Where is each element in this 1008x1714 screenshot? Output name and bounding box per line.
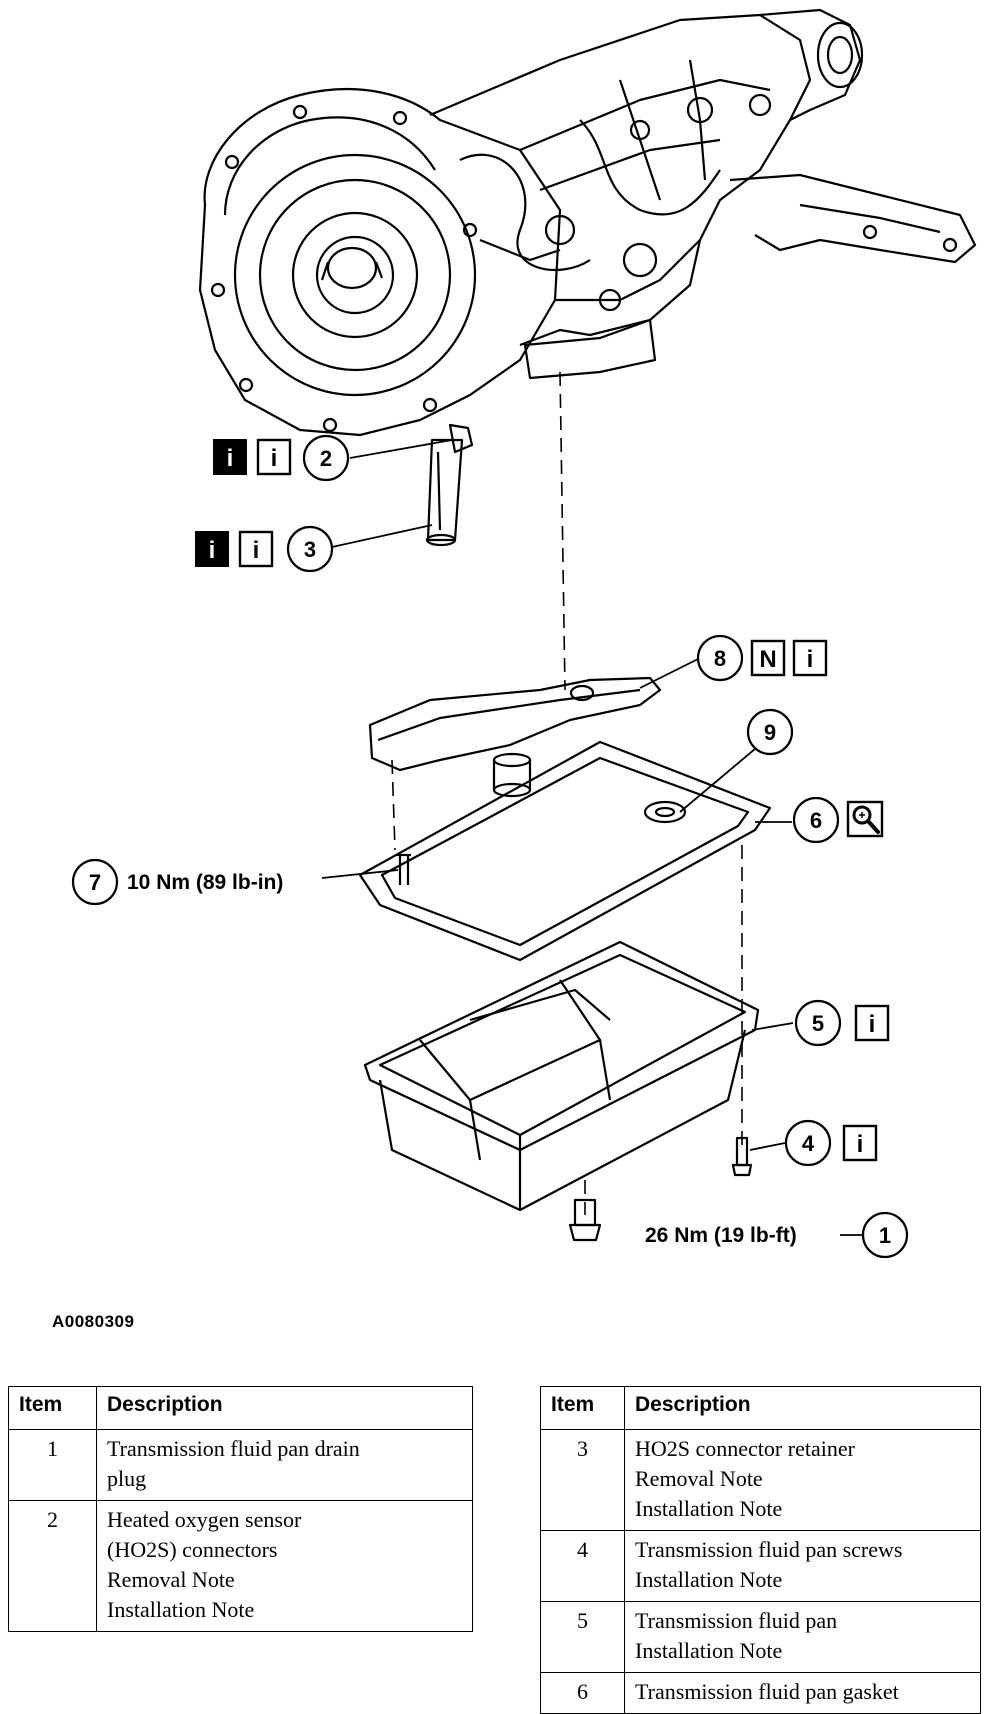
removal-note-link[interactable]: Removal Note xyxy=(107,1567,235,1592)
table-row: 5 Transmission fluid pan Installation No… xyxy=(540,1601,981,1673)
info-glyph: i xyxy=(271,445,278,472)
torque-label-item-1: 26 Nm (19 lb-ft) xyxy=(645,1224,797,1247)
callout-5-label: 5 xyxy=(812,1011,824,1036)
info-glyph: i xyxy=(857,1131,864,1158)
item-number: 1 xyxy=(8,1429,97,1501)
callout-1: 1 xyxy=(861,1211,909,1259)
header-item: Item xyxy=(540,1386,625,1430)
callout-7-label: 7 xyxy=(89,870,101,895)
description-line: (HO2S) connectors xyxy=(107,1537,278,1562)
description-line: Transmission fluid pan screws xyxy=(635,1537,903,1562)
callout-6: 6 xyxy=(792,796,840,844)
callout-8: 8 xyxy=(696,634,744,682)
callout-4-label: 4 xyxy=(802,1131,815,1156)
removal-note-link[interactable]: Removal Note xyxy=(635,1466,763,1491)
info-glyph: i xyxy=(209,537,216,564)
installation-note-link[interactable]: Installation Note xyxy=(635,1496,783,1521)
torque-label-item-7: 10 Nm (89 lb-in) xyxy=(127,871,283,894)
info-glyph: i xyxy=(253,537,260,564)
item-table-left: Item Description 1 Transmission fluid pa… xyxy=(8,1386,473,1632)
table-row: 1 Transmission fluid pan drain plug xyxy=(8,1429,473,1501)
info-glyph: i xyxy=(227,445,234,472)
callout-3: 3 xyxy=(286,525,334,573)
callout-3-label: 3 xyxy=(304,537,316,562)
description-line: Transmission fluid pan xyxy=(635,1608,838,1633)
item-number: 5 xyxy=(540,1601,625,1673)
item-description: Transmission fluid pan screws Installati… xyxy=(624,1530,981,1602)
item-number: 3 xyxy=(540,1429,625,1531)
description-line: Transmission fluid pan drain xyxy=(107,1436,360,1461)
callout-1-label: 1 xyxy=(879,1223,891,1248)
info-glyph: i xyxy=(869,1011,876,1038)
installation-note-icon-item-4[interactable]: i xyxy=(842,1124,878,1162)
table-row: 3 HO2S connector retainer Removal Note I… xyxy=(540,1429,981,1531)
pan-gasket xyxy=(358,740,772,962)
item-description: HO2S connector retainer Removal Note Ins… xyxy=(624,1429,981,1531)
item-number: 4 xyxy=(540,1530,625,1602)
callout-8-label: 8 xyxy=(714,646,726,671)
callout-5: 5 xyxy=(794,999,842,1047)
transmission-filter xyxy=(368,676,662,798)
callout-2-label: 2 xyxy=(320,446,332,471)
header-description: Description xyxy=(96,1386,473,1430)
callout-9-label: 9 xyxy=(764,720,776,745)
header-description: Description xyxy=(624,1386,981,1430)
installation-note-icon-item-2[interactable]: i xyxy=(256,438,292,476)
callout-6-label: 6 xyxy=(810,808,822,833)
description-line: plug xyxy=(107,1466,147,1491)
table-row: 2 Heated oxygen sensor (HO2S) connectors… xyxy=(8,1500,473,1632)
transmission-assembly xyxy=(198,8,977,547)
removal-note-icon-item-2[interactable]: i xyxy=(213,439,247,475)
table-header-row: Item Description xyxy=(540,1386,981,1430)
table-row: 6 Transmission fluid pan gasket xyxy=(540,1672,981,1714)
table-row: 4 Transmission fluid pan screws Installa… xyxy=(540,1530,981,1602)
item-number: 6 xyxy=(540,1672,625,1714)
item-description: Transmission fluid pan gasket xyxy=(624,1672,981,1714)
installation-note-link[interactable]: Installation Note xyxy=(107,1597,255,1622)
item-description: Transmission fluid pan drain plug xyxy=(96,1429,473,1501)
description-line: Transmission fluid pan gasket xyxy=(635,1679,899,1704)
assembly-guide-lines xyxy=(391,371,743,1215)
removal-note-icon-item-3[interactable]: i xyxy=(195,531,229,567)
info-glyph: i xyxy=(807,646,814,673)
fluid-pan xyxy=(363,940,760,1242)
installation-note-link[interactable]: Installation Note xyxy=(635,1638,783,1663)
magnifier-icon[interactable] xyxy=(846,800,884,838)
new-part-glyph: N xyxy=(759,646,776,673)
item-description: Transmission fluid pan Installation Note xyxy=(624,1601,981,1673)
item-table-right: Item Description 3 HO2S connector retain… xyxy=(540,1386,981,1714)
item-number: 2 xyxy=(8,1500,97,1632)
figure-id: A0080309 xyxy=(52,1312,135,1331)
installation-note-icon-item-8[interactable]: i xyxy=(792,639,828,677)
callout-4: 4 xyxy=(784,1119,832,1167)
description-line: HO2S connector retainer xyxy=(635,1436,855,1461)
header-item: Item xyxy=(8,1386,97,1430)
installation-note-icon-item-3[interactable]: i xyxy=(238,530,274,568)
installation-note-icon-item-5[interactable]: i xyxy=(854,1004,890,1042)
callout-2: 2 xyxy=(302,434,350,482)
description-line: Heated oxygen sensor xyxy=(107,1507,302,1532)
callout-9: 9 xyxy=(746,708,794,756)
item-description: Heated oxygen sensor (HO2S) connectors R… xyxy=(96,1500,473,1632)
table-header-row: Item Description xyxy=(8,1386,473,1430)
exploded-view-diagram: 2 3 8 9 6 7 5 4 1 10 Nm (89 lb-in) 26 Nm… xyxy=(71,8,977,1259)
callout-7: 7 xyxy=(71,858,119,906)
new-part-icon-item-8[interactable]: N xyxy=(750,639,786,677)
installation-note-link[interactable]: Installation Note xyxy=(635,1567,783,1592)
leader-lines xyxy=(321,439,862,1236)
